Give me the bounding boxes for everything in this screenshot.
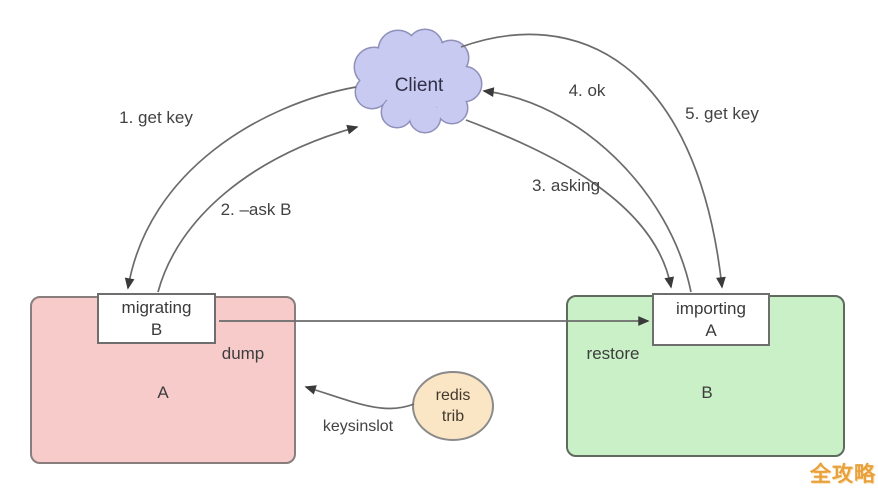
edge-label-step3: 3. asking xyxy=(531,176,601,195)
arrow-keysinslot-trib-to-a xyxy=(304,385,415,410)
edge-label-keysinslot: keysinslot xyxy=(322,418,394,435)
migrating-slot-tab: migrating B xyxy=(97,293,216,344)
redis-trib-label-line1: redis xyxy=(435,387,471,404)
client-cloud-fill xyxy=(355,30,481,132)
watermark-text: 全攻略 xyxy=(810,463,876,486)
edge-label-step5: 5. get key xyxy=(685,104,759,123)
redis-trib-label-line2: trib xyxy=(441,408,465,425)
redis-trib-circle xyxy=(412,371,494,441)
client-cloud-label: Client xyxy=(394,75,444,96)
edge-label-step1: 1. get key xyxy=(119,108,193,127)
node-b-action-label: restore xyxy=(586,344,640,363)
importing-tab-line1: importing xyxy=(676,298,746,318)
arrow-step1-client-to-a xyxy=(124,86,357,290)
node-a-name-label: A xyxy=(157,383,169,402)
node-b-name-label: B xyxy=(701,383,713,402)
migrating-tab-line1: migrating xyxy=(121,297,192,317)
arrow-step2-a-to-client xyxy=(157,124,359,293)
edge-label-step4: 4. ok xyxy=(568,81,606,100)
node-a-action-label: dump xyxy=(221,344,265,363)
importing-tab-line2: A xyxy=(705,320,717,340)
edge-label-step2: 2. –ask B xyxy=(220,200,292,219)
arrow-step5-client-to-b xyxy=(460,33,726,289)
arrow-step4-b-to-client xyxy=(482,87,692,293)
migrating-tab-line2: B xyxy=(150,319,163,339)
arrow-step3-client-to-b xyxy=(465,119,675,289)
redis-trib-label: redis trib xyxy=(436,385,471,427)
importing-slot-tab: importing A xyxy=(652,293,770,346)
